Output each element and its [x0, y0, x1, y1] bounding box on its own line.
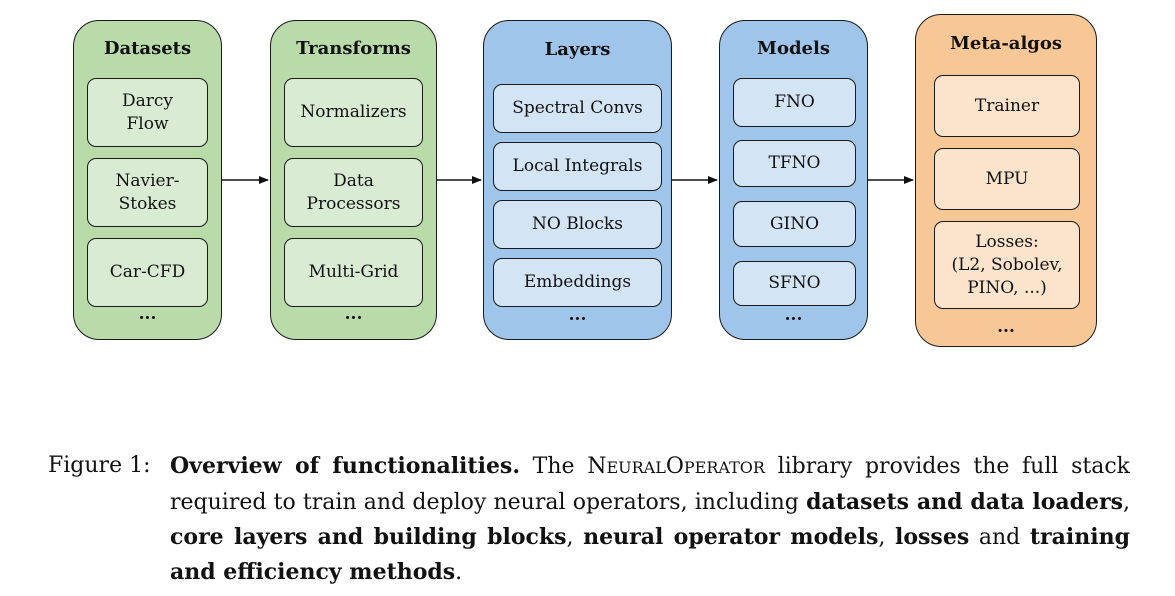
- flow-arrows: [222, 176, 914, 184]
- transforms-more: ...: [344, 304, 363, 324]
- functionality-diagram: Datasets Darcy Flow Navier-Stokes Car-CF…: [73, 14, 1097, 347]
- layer-embeddings-label: Embeddings: [523, 272, 632, 292]
- library-name-part-4: PERATOR: [683, 458, 765, 477]
- layer-no-blocks-label: NO Blocks: [532, 214, 623, 234]
- model-fno-label: FNO: [774, 92, 815, 112]
- meta-trainer: Trainer: [934, 75, 1080, 137]
- models-more: ...: [784, 305, 803, 325]
- model-tfno: TFNO: [733, 140, 856, 187]
- transform-normalizers: Normalizers: [284, 78, 423, 147]
- caption-bold-losses: losses: [895, 524, 970, 550]
- model-tfno-label: TFNO: [768, 153, 821, 173]
- meta-algos-title: Meta-algos: [949, 33, 1063, 54]
- dataset-darcy-flow: Darcy Flow: [87, 78, 208, 147]
- meta-losses-line-1: Losses:: [975, 231, 1039, 252]
- transform-data-processors-label: Data Processors: [306, 170, 401, 214]
- layers-title: Layers: [544, 39, 611, 60]
- library-name-part-2: EURAL: [606, 458, 666, 477]
- caption-text-7: .: [455, 560, 463, 585]
- transform-multi-grid: Multi-Grid: [284, 238, 423, 307]
- caption-bold-training: training and efficiency methods: [170, 524, 1130, 585]
- caption-label: Figure 1:: [48, 453, 151, 478]
- caption-text: Overview of functionalities. The NEURALO…: [170, 449, 1130, 590]
- models-title: Models: [757, 38, 830, 59]
- dataset-darcy-flow-label: Darcy Flow: [121, 90, 174, 134]
- caption-text-6: and: [978, 525, 1021, 550]
- model-fno: FNO: [733, 78, 856, 127]
- meta-algos-more: ...: [997, 317, 1015, 337]
- library-name: NEURALOPERATOR: [587, 454, 765, 479]
- meta-trainer-label: Trainer: [974, 95, 1040, 116]
- library-name-part-1: N: [587, 454, 607, 479]
- dataset-navier-stokes: Navier-Stokes: [87, 158, 208, 227]
- caption-text-3: ,: [1123, 490, 1130, 515]
- caption-bold-layers: core layers and building blocks: [170, 524, 567, 550]
- caption-bold-datasets: datasets and data loaders: [806, 489, 1123, 515]
- caption-bold-lead: Overview of functionalities.: [170, 453, 520, 479]
- caption-text-2: library provides the full stack required…: [170, 454, 1130, 515]
- datasets-group: Datasets Darcy Flow Navier-Stokes Car-CF…: [73, 20, 222, 340]
- dataset-navier-stokes-label: Navier-Stokes: [115, 170, 180, 214]
- datasets-title: Datasets: [103, 38, 192, 59]
- model-gino-label: GINO: [769, 213, 820, 234]
- meta-losses: Losses: (L2, Sobolev, PINO, ...): [934, 221, 1080, 309]
- meta-losses-line-3: PINO, ...): [967, 277, 1047, 298]
- meta-losses-line-2: (L2, Sobolev,: [951, 254, 1063, 275]
- caption-text-4: ,: [566, 525, 574, 550]
- caption-text-5: ,: [878, 525, 886, 550]
- figure-caption: Figure 1: Overview of functionalities. T…: [48, 449, 1130, 590]
- model-sfno-label: SFNO: [768, 273, 821, 293]
- models-group: Models FNO TFNO GINO SFNO ...: [719, 20, 868, 340]
- library-name-part-3: O: [665, 454, 684, 479]
- transforms-group: Transforms Normalizers Data Processors M…: [270, 20, 437, 340]
- layers-more: ...: [568, 305, 587, 325]
- model-sfno: SFNO: [733, 261, 856, 306]
- caption-bold-models: neural operator models: [583, 524, 879, 550]
- transform-normalizers-label: Normalizers: [300, 102, 407, 122]
- model-gino: GINO: [733, 201, 856, 247]
- caption-text-1: The: [532, 454, 575, 479]
- layer-no-blocks: NO Blocks: [493, 200, 662, 249]
- layers-group: Layers Spectral Convs Local Integrals NO…: [483, 20, 672, 340]
- dataset-car-cfd-label: Car-CFD: [109, 262, 186, 282]
- transforms-title: Transforms: [296, 38, 411, 59]
- layer-spectral-convs: Spectral Convs: [493, 84, 662, 133]
- meta-mpu: MPU: [934, 148, 1080, 210]
- meta-mpu-label: MPU: [985, 168, 1029, 189]
- transform-data-processors: Data Processors: [284, 158, 423, 227]
- layer-local-integrals: Local Integrals: [493, 142, 662, 191]
- layer-spectral-convs-label: Spectral Convs: [512, 98, 643, 118]
- meta-algos-group: Meta-algos Trainer MPU Losses: (L2, Sobo…: [915, 14, 1097, 347]
- layer-local-integrals-label: Local Integrals: [512, 156, 643, 176]
- dataset-car-cfd: Car-CFD: [87, 238, 208, 307]
- transform-multi-grid-label: Multi-Grid: [308, 262, 399, 282]
- layer-embeddings: Embeddings: [493, 258, 662, 307]
- datasets-more: ...: [138, 304, 157, 324]
